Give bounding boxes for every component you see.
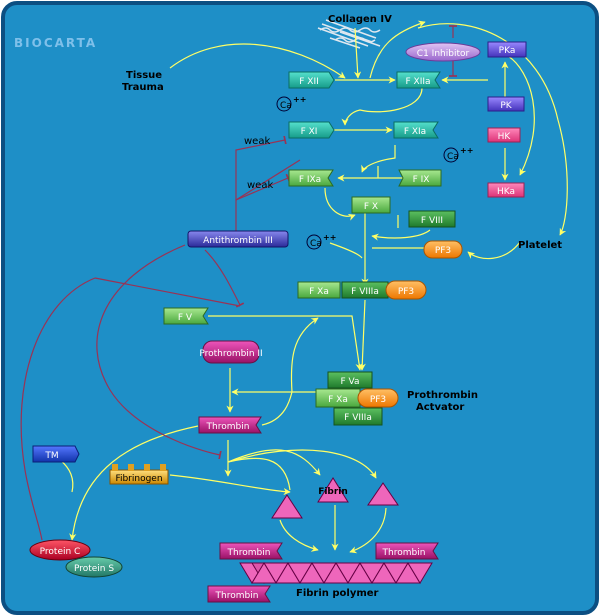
fibrin-monomers [271,477,399,519]
node-thrombin-4[interactable]: Thrombin [207,585,271,603]
fibrin-label: Fibrin [318,487,348,497]
node-fxii[interactable]: F XII [288,71,335,89]
svg-text:F VIIIa: F VIIIa [344,413,372,423]
node-fxa-2[interactable]: F Xa [315,388,361,408]
svg-text:PF3: PF3 [370,395,386,405]
activation-arrows [59,20,568,554]
node-tm[interactable]: TM [32,445,80,463]
svg-text:Ca: Ca [280,101,292,111]
fibrin-monomer-right [367,482,399,506]
node-thrombin-3[interactable]: Thrombin [375,542,439,560]
svg-text:Protein S: Protein S [74,564,114,574]
fibrin-polymer-label: Fibrin polymer [296,588,379,599]
svg-text:Prothrombin II: Prothrombin II [199,349,262,359]
complex-prothrombin-activator: F Va F Xa PF3 F VIIIa [315,371,399,426]
node-fva[interactable]: F Va [327,371,373,389]
prothrombin-activator-label-line2: Actvator [416,402,464,413]
svg-text:F V: F V [178,313,193,323]
svg-text:PKa: PKa [499,46,516,56]
svg-text:F IX: F IX [413,175,430,185]
complex-fxa-fviiia-pf3: F Xa F VIIIa PF3 [297,280,427,300]
svg-text:Thrombin: Thrombin [382,548,426,558]
svg-text:F XIa: F XIa [404,127,426,137]
svg-text:Thrombin: Thrombin [215,591,259,601]
svg-text:TM: TM [44,451,58,461]
svg-text:PF3: PF3 [398,287,414,297]
fibrin-monomer-left [271,494,303,519]
node-fviiia-2[interactable]: F VIIIa [333,407,383,426]
svg-text:F Va: F Va [340,377,359,387]
svg-text:F Xa: F Xa [328,395,348,405]
weak-label-1: weak [244,136,270,147]
node-prothrombin-ii[interactable]: Prothrombin II [199,340,263,364]
svg-text:F XIIa: F XIIa [405,77,430,87]
platelet-label: Platelet [518,240,562,251]
node-hka[interactable]: HKa [487,182,525,198]
node-pka[interactable]: PKa [487,41,527,58]
svg-text:PF3: PF3 [435,246,451,256]
fibrin-monomer-center [317,477,349,503]
tissue-trauma-label-line2: Trauma [122,82,164,93]
svg-text:F IXa: F IXa [299,175,321,185]
node-fviiia-1[interactable]: F VIIIa [341,281,389,299]
calcium-ion-1: Ca ++ [276,95,306,112]
node-pf3-1[interactable]: PF3 [423,240,463,259]
biocarta-logo: BIOCARTA [14,36,97,50]
collagen-iv-label: Collagen IV [328,14,392,25]
node-pf3-2[interactable]: PF3 [385,280,427,300]
svg-text:HK: HK [498,132,512,142]
node-fxa-1[interactable]: F Xa [297,281,341,299]
svg-text:PK: PK [500,101,512,111]
svg-text:++: ++ [460,146,473,155]
node-thrombin-2[interactable]: Thrombin [219,542,283,560]
svg-text:Thrombin: Thrombin [206,422,250,432]
node-fxiia[interactable]: F XIIa [396,71,441,89]
inhibition-lines [20,25,458,541]
node-protein-s[interactable]: Protein S [65,556,123,578]
weak-label-2: weak [247,180,273,191]
node-fix[interactable]: F IX [398,169,442,187]
svg-text:F XII: F XII [299,77,319,87]
svg-text:++: ++ [293,95,306,104]
calcium-ion-2: Ca ++ [443,146,473,163]
svg-text:F VIIIa: F VIIIa [351,287,379,297]
node-fibrinogen[interactable]: Fibrinogen [109,464,169,485]
svg-text:Antithrombin III: Antithrombin III [203,236,273,246]
node-fixa[interactable]: F IXa [288,169,334,187]
svg-text:Fibrinogen: Fibrinogen [115,474,162,484]
svg-text:F VIII: F VIII [421,216,443,226]
collagen-fiber-icon [317,19,381,49]
svg-text:Thrombin: Thrombin [227,548,271,558]
node-fxi[interactable]: F XI [288,121,335,139]
node-protein-c[interactable]: Protein C [29,539,91,561]
node-fxia[interactable]: F XIa [393,121,439,139]
svg-text:F Xa: F Xa [309,287,329,297]
node-pk[interactable]: PK [487,96,525,112]
diagram-labels: Collagen IV Tissue Trauma weak weak Plat… [122,14,562,599]
calcium-ion-3: Ca ++ [306,233,336,250]
svg-text:C1 Inhibitor: C1 Inhibitor [417,49,470,59]
fibrin-polymer-lattice [239,562,433,584]
node-hk[interactable]: HK [487,127,521,143]
svg-text:HKa: HKa [497,187,515,197]
node-fx[interactable]: F X [351,196,391,214]
node-fviii[interactable]: F VIII [408,210,456,228]
svg-text:F XI: F XI [301,127,318,137]
node-pf3-3[interactable]: PF3 [357,388,399,408]
node-antithrombin-iii[interactable]: Antithrombin III [187,230,289,248]
svg-text:Protein C: Protein C [40,547,81,557]
tissue-trauma-label-line1: Tissue [126,70,162,81]
svg-text:++: ++ [323,233,336,242]
prothrombin-activator-label-line1: Prothrombin [407,390,478,401]
svg-text:Ca: Ca [310,239,322,249]
node-fv[interactable]: F V [163,307,209,325]
svg-text:F X: F X [364,202,378,212]
svg-text:Ca: Ca [447,152,459,162]
node-thrombin-1[interactable]: Thrombin [198,416,262,434]
node-c1-inhibitor[interactable]: C1 Inhibitor [405,42,481,62]
